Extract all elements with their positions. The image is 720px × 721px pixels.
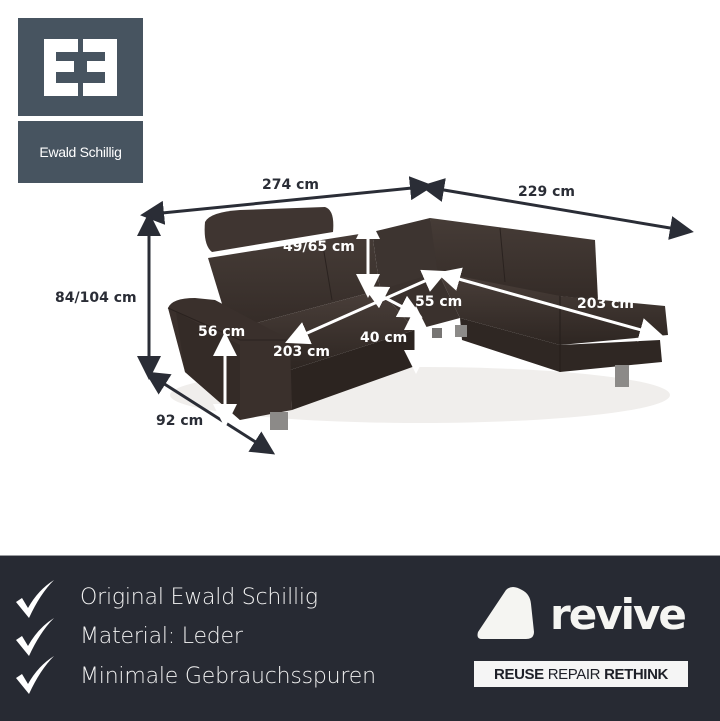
tagline-reuse: REUSE — [494, 665, 544, 683]
brand-name: Ewald Schillig — [39, 144, 122, 160]
feature-material: Material: Leder — [80, 624, 243, 649]
dimension-seat-depth: 55 cm — [415, 294, 463, 310]
ee-monogram-icon — [44, 39, 117, 96]
dimension-width-right: 229 cm — [518, 184, 575, 200]
feature-panel — [0, 555, 720, 721]
checkmark-icon — [16, 656, 54, 694]
checkmark-icon — [16, 618, 54, 656]
feature-original: Original Ewald Schillig — [80, 585, 318, 610]
dimension-seat-height: 40 cm — [360, 330, 408, 346]
dimension-backrest-height: 49/65 cm — [283, 239, 355, 255]
product-image: 274 cm 229 cm 84/104 cm 92 cm 49/65 cm 5… — [55, 176, 694, 455]
revive-tagline: REUSE REPAIR RETHINK — [474, 661, 688, 687]
tagline-rethink: RETHINK — [604, 665, 668, 683]
dimension-height: 84/104 cm — [55, 290, 137, 306]
revive-wordmark: revive — [550, 590, 687, 639]
feature-condition: Minimale Gebrauchsspuren — [80, 664, 376, 689]
dimension-depth: 92 cm — [156, 413, 204, 429]
corner-sofa-illustration — [137, 176, 694, 455]
dimension-seat-width-left: 203 cm — [273, 344, 330, 360]
revive-logo-icon — [477, 587, 534, 639]
checkmark-icon — [16, 580, 54, 618]
dimension-seat-width-right: 203 cm — [577, 296, 634, 312]
dimension-armrest-height: 56 cm — [198, 324, 246, 340]
ewald-schillig-logo-wordmark: Ewald Schillig — [18, 121, 143, 183]
tagline-repair: REPAIR — [547, 665, 601, 683]
ewald-schillig-logo-mark — [18, 18, 143, 116]
dimension-width-left: 274 cm — [262, 177, 319, 193]
